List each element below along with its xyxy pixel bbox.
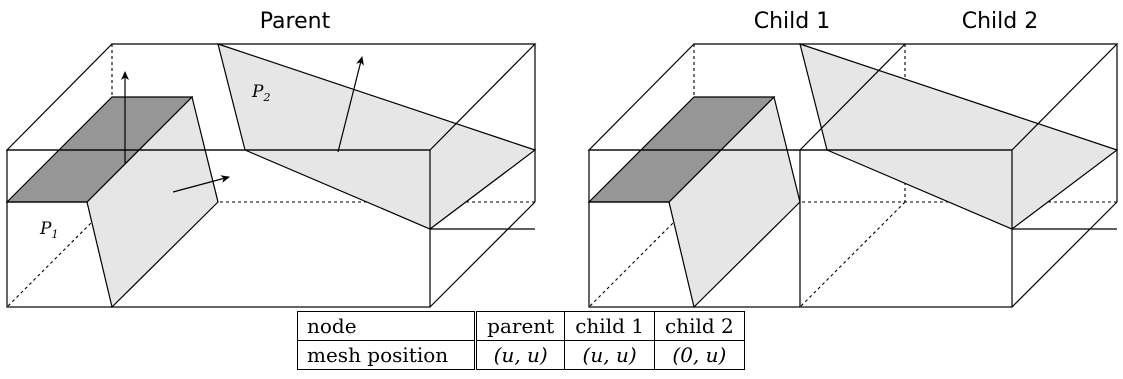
table-header-row: node parent child 1 child 2 [296, 311, 745, 341]
parent-title: Parent [260, 9, 331, 34]
plane-p1-subscript: 1 [51, 228, 58, 241]
plane-p1-label: P1 [39, 219, 58, 241]
row-parent-cell: (u, u) [474, 340, 565, 370]
row-child2-cell: (0, u) [653, 340, 745, 370]
plane-p2 [217, 43, 537, 230]
header-child2-cell: child 2 [653, 311, 745, 341]
child2-title: Child 2 [962, 9, 1038, 34]
plane-p1-symbol: P [39, 219, 52, 239]
child1-title: Child 1 [754, 9, 830, 34]
child2-hidden-depth-edge [799, 201, 906, 308]
children-right-bottom-edge [1011, 201, 1118, 308]
row-label-cell: mesh position [296, 340, 476, 370]
header-child1-cell: child 1 [564, 311, 655, 341]
child2-plane-p2 [799, 43, 1119, 230]
header-parent-cell: parent [474, 311, 565, 341]
row-child1-cell: (u, u) [564, 340, 655, 370]
node-position-table: node parent child 1 child 2 mesh positio… [296, 311, 745, 370]
p1-side-normal-arrow [172, 175, 230, 193]
parent-box: P1 P2 Parent [5, 9, 537, 309]
plane-p2-subscript: 2 [262, 91, 270, 104]
children-top-divider [799, 43, 906, 151]
plane-p2-label: P2 [251, 82, 270, 104]
p2-normal-arrow [337, 56, 364, 153]
plane-p2-symbol: P [251, 82, 264, 102]
header-label-cell: node [296, 311, 476, 341]
parent-right-bottom-edge [429, 201, 536, 308]
children-box: Child 1 Child 2 [587, 9, 1119, 309]
table-mesh-position-row: mesh position (u, u) (u, u) (0, u) [296, 340, 745, 370]
